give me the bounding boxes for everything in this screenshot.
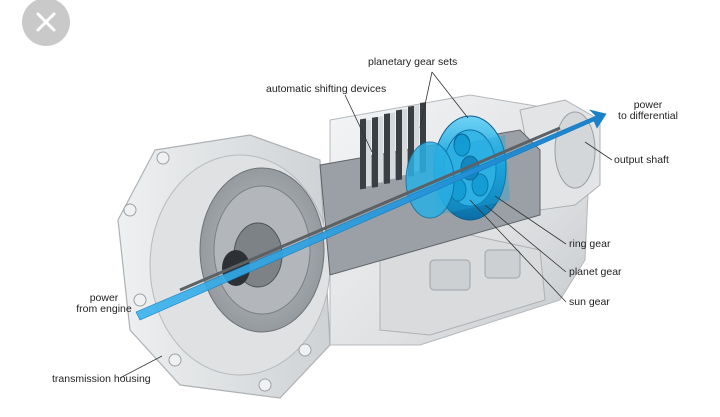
close-icon[interactable] [35, 11, 57, 33]
planet-gear-1 [453, 133, 471, 157]
input-shaft [179, 126, 561, 292]
label-power-to-differential-line1: power [633, 99, 663, 111]
bell-bolts [123, 151, 312, 392]
power-flow-arrow [135, 109, 607, 321]
label-planetary-gear-sets: planetary gear sets [368, 56, 458, 68]
label-planet-gear: planet gear [569, 266, 622, 278]
label-power-from-engine-line2: from engine [76, 303, 132, 315]
label-automatic-shifting-devices: automatic shifting devices [266, 83, 387, 95]
label-ring-gear: ring gear [569, 238, 611, 250]
label-power-to-differential-line2: to differential [618, 110, 678, 122]
leader-lines [119, 71, 613, 379]
label-sun-gear: sun gear [569, 296, 610, 308]
planet-gear-2 [471, 173, 489, 197]
housing-boss [429, 259, 471, 291]
housing-boss [484, 249, 521, 279]
clutch-plates-light [366, 105, 419, 187]
close-button[interactable] [22, 0, 70, 46]
label-output-shaft: output shaft [614, 154, 669, 166]
label-transmission-housing: transmission housing [52, 373, 151, 385]
label-power-from-engine-line1: power [89, 292, 119, 304]
